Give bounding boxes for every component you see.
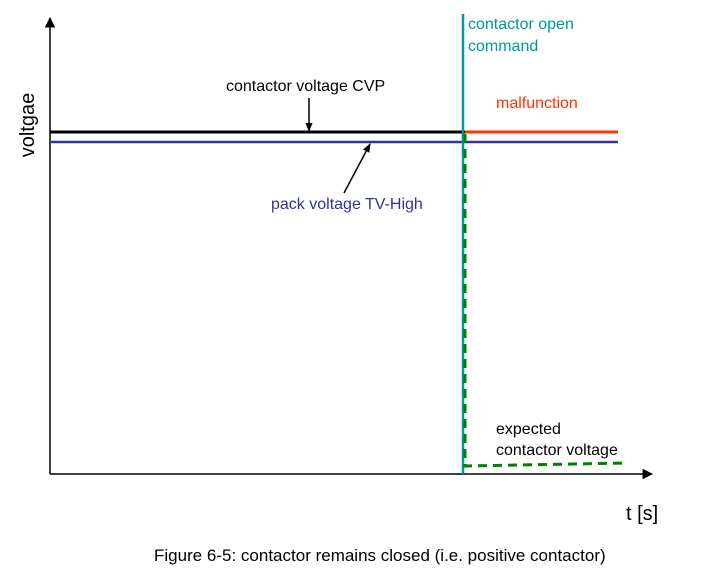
contactor-voltage-label: contactor voltage CVP — [226, 78, 385, 95]
expected-label-line1: expected — [496, 421, 561, 438]
y-axis-label: voltgae — [17, 93, 39, 158]
malfunction-label: malfunction — [496, 95, 578, 112]
expected-voltage-line — [463, 134, 628, 468]
x-axis-label: t [s] — [626, 503, 658, 525]
open-command-label-line2: command — [468, 38, 538, 55]
pack-voltage-label: pack voltage TV-High — [271, 196, 423, 213]
figure-caption: Figure 6-5: contactor remains closed (i.… — [154, 546, 606, 565]
open-command-label-line1: contactor open — [468, 16, 574, 33]
pack-voltage-pointer — [343, 143, 371, 194]
expected-label-line2: contactor voltage — [496, 442, 618, 459]
